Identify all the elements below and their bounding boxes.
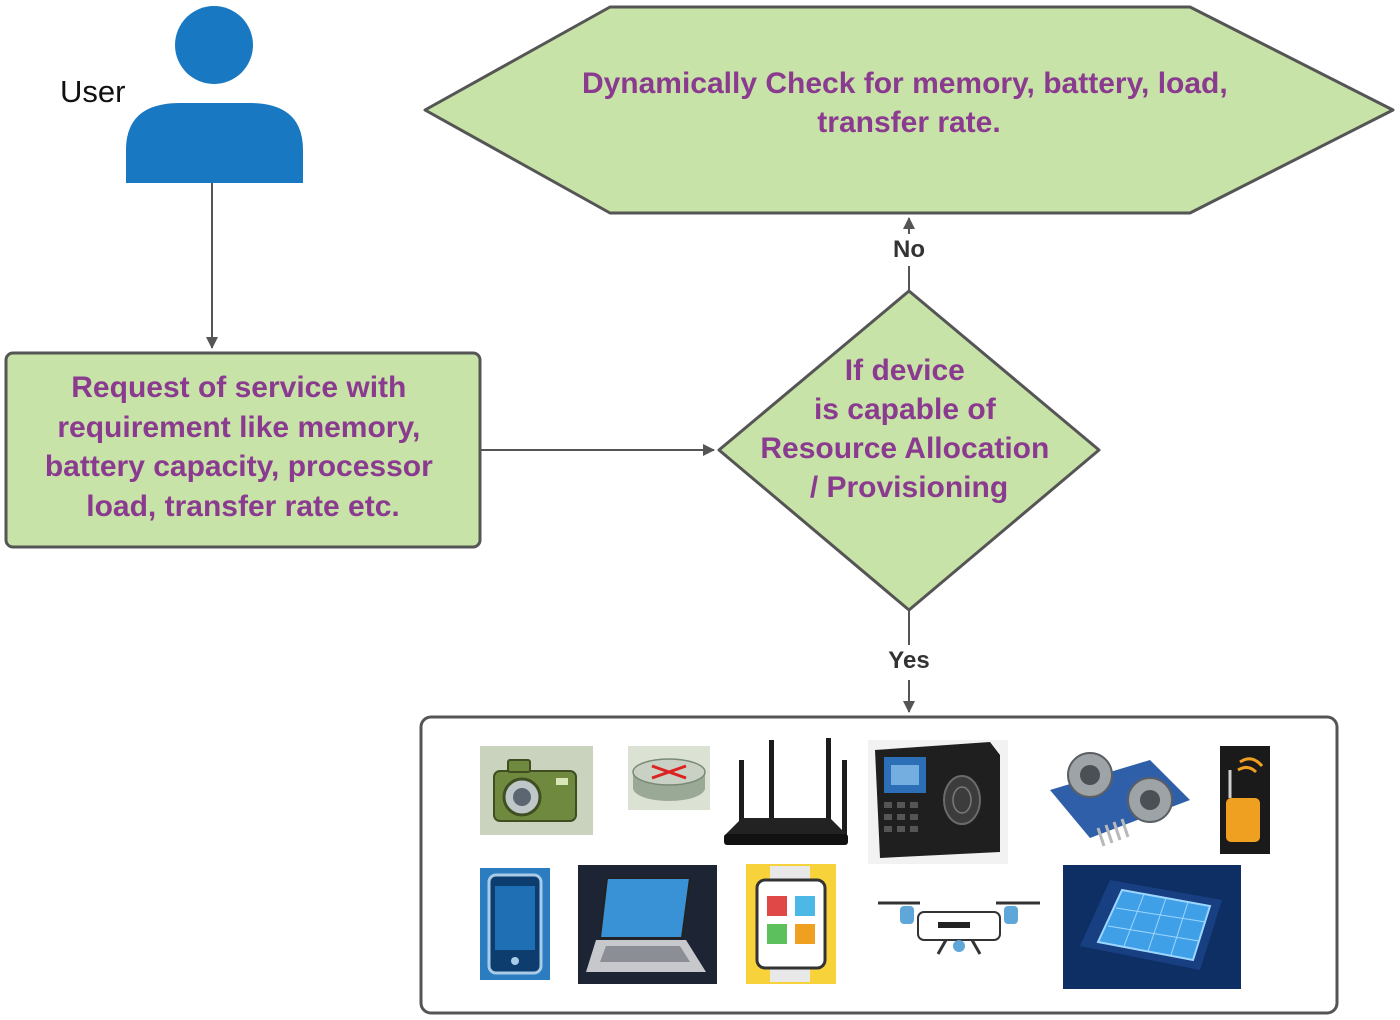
decision-diamond: If device is capable of Resource Allocat… (717, 289, 1101, 612)
request-box-line-2: requirement like memory, (57, 411, 420, 444)
request-box: Request of service with requirement like… (4, 351, 482, 549)
decision-line-4: / Provisioning (810, 471, 1008, 504)
user-icon (126, 6, 303, 183)
biometric-terminal-icon (868, 740, 1008, 864)
check-line-2: transfer rate. (817, 106, 1000, 139)
decision-line-2: is capable of (814, 393, 997, 426)
router-icon (628, 746, 710, 810)
svg-text:If device is capable of: If device is capable of Resource Allocat… (760, 354, 1057, 504)
edge-label-no: No (893, 236, 925, 263)
smartphone-icon (480, 868, 550, 980)
processor-chip-icon (1063, 865, 1241, 989)
drone-icon (878, 901, 1040, 955)
check-line-1: Dynamically Check for memory, battery, l… (582, 67, 1228, 100)
wifi-router-icon (724, 738, 848, 845)
request-box-line-1: Request of service with (71, 371, 406, 404)
ultrasonic-sensor-icon (1050, 752, 1190, 847)
wireless-tag-icon (1220, 746, 1270, 854)
svg-text:Request of service with: Request of service with requirement like… (45, 371, 441, 523)
edge-label-yes: Yes (888, 647, 929, 674)
check-hexagon: Dynamically Check for memory, battery, l… (423, 5, 1395, 215)
decision-line-3: Resource Allocation (760, 432, 1049, 465)
user-label: User (60, 74, 125, 109)
decision-line-1: If device (845, 354, 965, 387)
laptop-icon (578, 865, 717, 984)
request-box-line-4: load, transfer rate etc. (86, 490, 399, 523)
camera-icon (480, 746, 593, 835)
request-box-line-3: battery capacity, processor (45, 450, 433, 483)
svg-text:Dynamically Check for memory,: Dynamically Check for memory, battery, l… (582, 67, 1236, 139)
smartwatch-icon (746, 864, 836, 984)
